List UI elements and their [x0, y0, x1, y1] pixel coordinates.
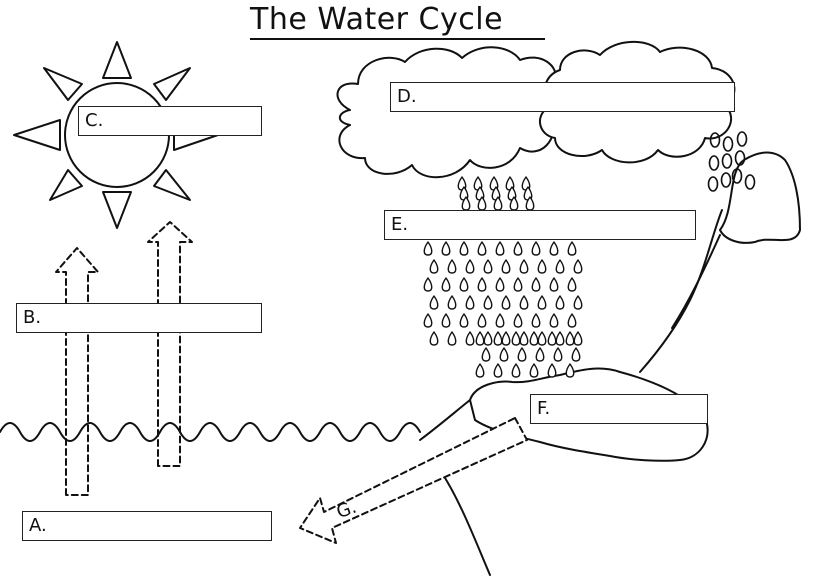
- rain-drop: [567, 277, 577, 292]
- rain-drop: [555, 295, 565, 310]
- rain-drop: [567, 241, 577, 256]
- rain-drop: [477, 313, 487, 328]
- rain-drop: [447, 259, 457, 274]
- river-channel: [419, 399, 471, 441]
- rain-drop: [499, 347, 509, 362]
- rain-drop: [547, 363, 557, 378]
- underground-line: [439, 469, 491, 576]
- rain-drop: [555, 331, 565, 346]
- rain-drop: [477, 277, 487, 292]
- rain-drop: [565, 331, 575, 346]
- rain-drop: [475, 331, 485, 346]
- evaporation-arrows: [55, 221, 193, 496]
- snow-drops: [707, 131, 756, 192]
- rain-drops: [423, 176, 583, 378]
- rain-drop: [549, 313, 559, 328]
- rain-drop: [423, 277, 433, 292]
- ocean-waves: [0, 422, 421, 442]
- rain-drop: [571, 347, 581, 362]
- rain-drop: [501, 295, 511, 310]
- rain-drop: [483, 295, 493, 310]
- label-box-e[interactable]: E.: [384, 210, 696, 240]
- rain-drop: [493, 363, 503, 378]
- label-box-a[interactable]: A.: [22, 511, 272, 541]
- rain-drop: [495, 313, 505, 328]
- rain-drop: [513, 277, 523, 292]
- rain-drop: [459, 277, 469, 292]
- rain-drop: [573, 331, 583, 346]
- rain-drop: [483, 331, 493, 346]
- rain-drop: [477, 241, 487, 256]
- rain-drop: [493, 331, 503, 346]
- label-g: G.: [335, 497, 359, 523]
- rain-drop: [465, 259, 475, 274]
- rain-drop: [573, 259, 583, 274]
- groundwater-arrow: [299, 417, 528, 544]
- rain-drop: [537, 259, 547, 274]
- rain-drop: [483, 259, 493, 274]
- rain-drop: [537, 295, 547, 310]
- rain-drop: [459, 313, 469, 328]
- rain-drop: [535, 347, 545, 362]
- rain-drop: [423, 241, 433, 256]
- title-underline: [250, 38, 545, 40]
- label-box-f[interactable]: F.: [530, 394, 708, 424]
- rain-drop: [459, 241, 469, 256]
- rain-drop: [441, 277, 451, 292]
- rain-drop: [549, 277, 559, 292]
- rain-drop: [441, 313, 451, 328]
- rain-drop: [501, 331, 511, 346]
- rain-drop: [447, 331, 457, 346]
- rain-drop: [511, 363, 521, 378]
- rain-drop: [481, 347, 491, 362]
- label-box-c[interactable]: C.: [78, 106, 262, 136]
- rain-drop: [441, 241, 451, 256]
- label-box-d[interactable]: D.: [390, 82, 735, 112]
- rain-drop: [511, 331, 521, 346]
- rain-drop: [513, 313, 523, 328]
- rain-drop: [537, 331, 547, 346]
- rain-drop: [429, 331, 439, 346]
- rain-drop: [555, 259, 565, 274]
- rain-drop: [495, 241, 505, 256]
- rain-drop: [429, 259, 439, 274]
- rain-drop: [549, 241, 559, 256]
- rain-drop: [475, 363, 485, 378]
- rain-drop: [519, 259, 529, 274]
- rain-drop: [529, 363, 539, 378]
- page-title: The Water Cycle: [250, 2, 504, 37]
- rain-drop: [519, 331, 529, 346]
- rain-drop: [519, 295, 529, 310]
- rain-drop: [547, 331, 557, 346]
- rain-drop: [423, 313, 433, 328]
- rain-drop: [573, 295, 583, 310]
- rain-drop: [529, 331, 539, 346]
- rain-drop: [465, 331, 475, 346]
- rain-drop: [531, 241, 541, 256]
- mountain: [719, 151, 801, 244]
- rain-drop: [531, 277, 541, 292]
- rain-drop: [513, 241, 523, 256]
- rain-drop: [465, 295, 475, 310]
- rain-drop: [447, 295, 457, 310]
- rain-drop: [553, 347, 563, 362]
- river-bank-upper: [639, 209, 723, 373]
- rain-drop: [501, 259, 511, 274]
- river-bank-lower: [671, 234, 721, 329]
- rain-drop: [565, 363, 575, 378]
- label-g-text: G.: [335, 497, 359, 523]
- rain-drop: [517, 347, 527, 362]
- rain-drop: [495, 277, 505, 292]
- rain-drop: [531, 313, 541, 328]
- label-box-b[interactable]: B.: [16, 303, 262, 333]
- rain-drop: [429, 295, 439, 310]
- rain-drop: [567, 313, 577, 328]
